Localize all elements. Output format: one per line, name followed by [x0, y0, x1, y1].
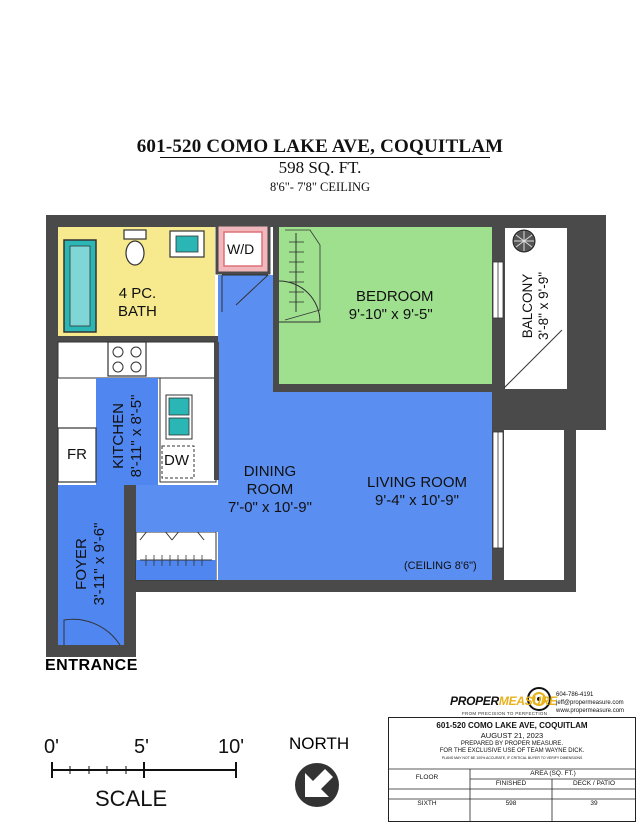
- laundry-door-swing: [221, 274, 269, 312]
- north-label: NORTH: [289, 734, 350, 753]
- stove: [107, 341, 147, 377]
- info-date: AUGUST 21, 2023: [480, 731, 544, 740]
- balcony-floor: [504, 227, 568, 390]
- scale-tick-5: 5': [134, 736, 149, 758]
- plan-info-box: 601-520 COMO LAKE AVE, COQUITLAM AUGUST …: [388, 717, 636, 822]
- plan-address-title: 601-520 COMO LAKE AVE, COQUITLAM: [136, 136, 504, 157]
- contact-email: jeff@propermeasure.com: [556, 700, 624, 706]
- fridge: [57, 427, 97, 483]
- info-finished-header: FINISHED: [495, 780, 527, 787]
- logo-tagline: FROM PRECISION TO PERFECTION: [462, 711, 548, 716]
- contact-website: www.propermeasure.com: [556, 708, 625, 714]
- living-room-ceiling-note: (CEILING 8'6"): [404, 560, 477, 572]
- washer-dryer-label: W/D: [227, 241, 255, 257]
- info-address: 601-520 COMO LAKE AVE, COQUITLAM: [436, 721, 588, 730]
- bath-label: 4 PC. BATH: [118, 285, 157, 320]
- title-underline: [160, 157, 490, 158]
- dishwasher: [161, 445, 195, 479]
- info-area-header: AREA (SQ. FT.): [530, 770, 576, 777]
- balcony-label: BALCONY 3'-8" x 9'-9": [520, 272, 551, 341]
- entrance-label: ENTRANCE: [45, 657, 138, 674]
- info-exclusive-use: FOR THE EXCLUSIVE USE OF TEAM WAYNE DICK…: [439, 748, 585, 754]
- info-row-finished: 598: [505, 800, 517, 807]
- proper-measure-logo-icon: [527, 687, 551, 711]
- toilet: [125, 240, 145, 266]
- info-row-floor: SIXTH: [417, 800, 437, 807]
- bedroom-floor: [279, 227, 492, 384]
- living-room-label: LIVING ROOM 9'-4" x 10'-9": [367, 474, 468, 509]
- proper-measure-logo-text: PROPERMEASURE: [450, 694, 557, 708]
- entry-door-swing: [63, 618, 121, 646]
- info-disclaimer: PLANS MAY NOT BE 100% ACCURATE, IF CRITI…: [441, 756, 583, 760]
- kitchen-floor-blue: [96, 378, 158, 485]
- scale-tick-10: 10': [218, 736, 245, 758]
- dining-room-label: DINING ROOM 7'-0" x 10'-9": [228, 463, 312, 516]
- dishwasher-label: DW: [164, 452, 189, 469]
- north-arrow-icon: [295, 763, 339, 807]
- scale-label: SCALE: [95, 786, 168, 811]
- info-deck-header: DECK / PATIO: [572, 780, 615, 787]
- contact-phone: 604-786-4191: [556, 692, 594, 698]
- info-floor-header: FLOOR: [415, 774, 439, 781]
- plan-square-footage: 598 SQ. FT.: [278, 158, 362, 177]
- foyer-floor: [58, 485, 124, 645]
- info-prepared-by: PREPARED BY PROPER MEASURE.: [460, 741, 564, 747]
- bedroom-label: BEDROOM 9'-10" x 9'-5": [348, 288, 434, 323]
- kitchen-label: KITCHEN 8'-11" x 8'-5": [110, 394, 145, 478]
- dining-living-floor: [218, 300, 492, 580]
- foyer-label: FOYER 3'-11" x 9'-6": [73, 522, 108, 606]
- bedroom-door-swing: [278, 280, 321, 323]
- fridge-label: FR: [67, 446, 87, 463]
- plan-ceiling-height: 8'6"- 7'8" CEILING: [269, 180, 371, 194]
- info-table-grid: [388, 768, 636, 822]
- scale-tick-0: 0': [44, 736, 59, 758]
- scale-bar: [51, 762, 237, 778]
- info-row-deck: 39: [590, 800, 598, 807]
